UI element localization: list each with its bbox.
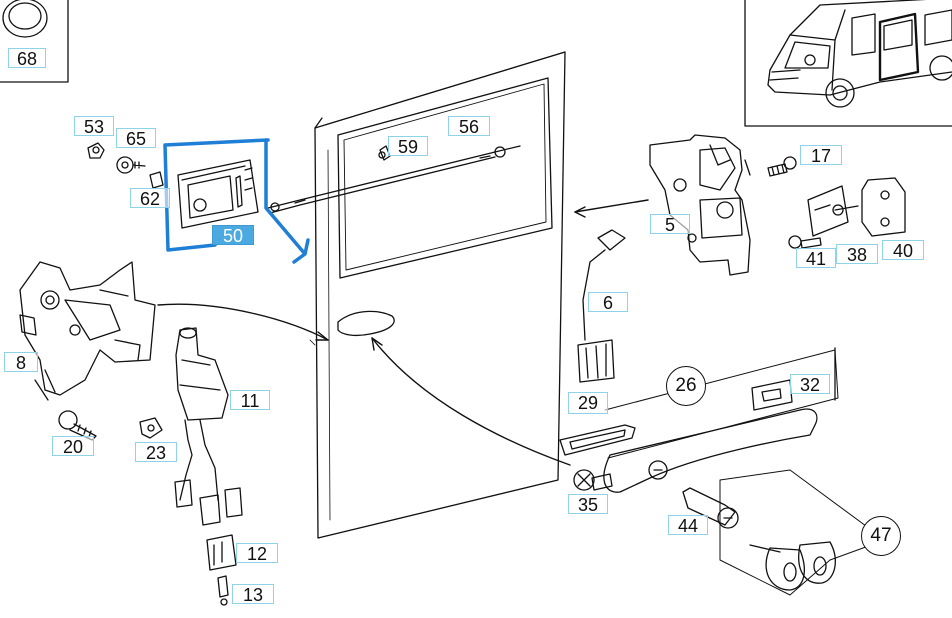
keys-47 [719,469,886,596]
plate-40 [861,177,906,237]
van-location-inset [744,0,952,127]
callout-8[interactable]: 8 [4,352,38,373]
callout-41[interactable]: 41 [796,248,836,269]
clip-59 [378,145,391,161]
callout-17[interactable]: 17 [800,145,842,166]
callout-53[interactable]: 53 [74,116,114,137]
callout-13[interactable]: 13 [232,584,274,605]
striker-38 [807,185,859,237]
callout-44[interactable]: 44 [668,515,708,536]
callout-56[interactable]: 56 [448,116,490,137]
callout-68[interactable]: 68 [8,48,46,69]
circled-callout-47[interactable]: 47 [861,516,901,556]
handle-assembly-26 [559,347,839,493]
callout-29[interactable]: 29 [568,392,608,414]
callout-40[interactable]: 40 [882,240,924,261]
connector-12 [206,534,237,571]
callout-65[interactable]: 65 [116,128,156,149]
cover-32 [751,379,793,411]
inset-part-68 [0,0,69,83]
sliding-door-panel [309,51,566,539]
wiring-6 [577,229,626,383]
callout-50-selected[interactable]: 50 [212,225,254,246]
lock-mechanism-5 [649,134,751,276]
callout-6[interactable]: 6 [588,292,628,313]
clip-23 [139,417,163,439]
callout-12[interactable]: 12 [236,543,278,564]
callout-5[interactable]: 5 [650,214,690,235]
connection-arrows [157,199,649,466]
lock-assembly-8 [19,261,156,401]
screw-17 [767,156,797,177]
small-fasteners-top-left [87,142,164,189]
callout-32[interactable]: 32 [790,374,830,395]
callout-23[interactable]: 23 [135,442,177,463]
callout-62[interactable]: 62 [130,188,170,209]
callout-11[interactable]: 11 [230,390,270,411]
screw-20 [58,410,97,441]
callout-59[interactable]: 59 [388,136,428,157]
callout-20[interactable]: 20 [52,436,94,457]
actuator-11 [174,327,243,526]
callout-35[interactable]: 35 [568,494,608,515]
screw-35 [573,469,613,491]
lock-cylinder-44 [682,487,739,529]
remote-lock-50 [177,159,259,229]
circled-callout-26[interactable]: 26 [666,366,706,406]
screw-41 [788,235,822,249]
cable-rod-56 [267,145,521,214]
terminal-13 [217,575,229,606]
callout-38[interactable]: 38 [836,244,878,265]
